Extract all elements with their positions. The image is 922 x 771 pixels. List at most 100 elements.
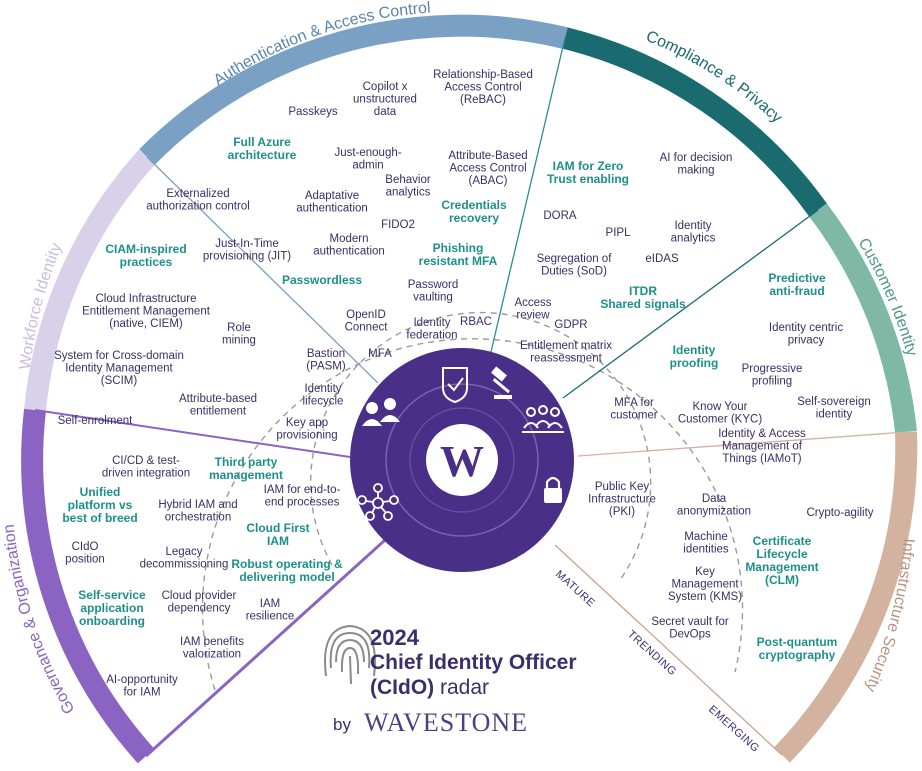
radar-item-line: orchestration	[165, 512, 231, 524]
radar-item-line: Copilot x	[363, 81, 408, 93]
radar-item-self-enrol: Self-enrolment	[58, 415, 134, 427]
radar-item-line: provisioning (JIT)	[203, 251, 291, 263]
radar-item-line: position	[65, 554, 105, 566]
radar-item-line: Duties (SoD)	[541, 266, 607, 278]
radar-item-pasm: Bastion(PASM)	[306, 348, 346, 373]
radar-item-line: vaulting	[413, 292, 453, 304]
radar-item-line: management	[209, 468, 283, 482]
radar-item-line: Identity	[673, 343, 716, 357]
radar-item-line: reassessment	[530, 353, 602, 365]
radar-item-line: Self-service	[78, 588, 146, 602]
radar-item-line: Cloud provider	[162, 590, 237, 602]
brand-by: by	[333, 715, 351, 734]
radar-item-line: DevOps	[669, 629, 711, 641]
radar-item-line: IAM for end-to-	[264, 484, 341, 496]
radar-item-line: admin	[352, 160, 383, 172]
workforce-icon	[362, 398, 400, 426]
radar-item-line: Just-In-Time	[215, 238, 278, 250]
radar-item-line: Legacy	[165, 546, 202, 558]
radar-item-fido2: FIDO2	[381, 219, 415, 231]
radar-item-line: profiling	[752, 376, 792, 388]
wavestone-emblem-letter: W	[440, 437, 484, 486]
radar-item-line: System (KMS)	[668, 591, 742, 603]
radar-item-line: Machine	[684, 531, 727, 543]
outer-band	[21, 14, 918, 764]
radar-item-line: System for Cross-domain	[54, 350, 184, 362]
radar-item-line: Hybrid IAM and	[158, 499, 237, 511]
radar-item-line: Entitlement matrix	[520, 340, 612, 352]
radar-item-passwordless: Passwordless	[282, 273, 362, 287]
radar-item-line: end processes	[265, 497, 340, 509]
radar-item-line: Management	[745, 560, 818, 574]
radar-item-line: Predictive	[768, 271, 826, 285]
radar-item-line: Segregation of	[537, 253, 613, 265]
customers-icon	[522, 405, 564, 433]
sector-band-comp	[562, 27, 827, 217]
radar-item-eidas: eIDAS	[645, 253, 679, 265]
radar-item-line: Credentials	[441, 198, 507, 212]
radar-item-line: anti-fraud	[769, 284, 824, 298]
radar-item-dora: DORA	[543, 210, 577, 222]
radar-item-line: ITDR	[629, 284, 657, 298]
radar-item-line: CIdO	[72, 541, 99, 553]
radar-item-line: OpenID	[346, 309, 386, 321]
ring-label-mature: MATURE	[553, 568, 597, 609]
radar-item-line: decommissioning	[140, 559, 229, 571]
radar-item-line: resilience	[246, 611, 295, 623]
sector-dividers	[34, 37, 907, 758]
radar-item-line: Adaptative	[305, 190, 359, 202]
radar-item-line: analytics	[671, 233, 716, 245]
radar-item-line: Externalized	[166, 188, 229, 200]
radar-item-line: AI-opportunity	[106, 674, 178, 686]
radar-item-line: Attribute-based	[179, 393, 257, 405]
radar-item-line: Management of	[722, 441, 803, 453]
sector-band-auth	[139, 14, 568, 165]
radar-item-line: Cloud First	[246, 521, 309, 535]
radar-year: 2024	[370, 625, 420, 650]
radar-item-line: (PASM)	[306, 361, 346, 373]
radar-item-line: best of breed	[62, 511, 137, 525]
wavestone-emblem	[426, 424, 498, 496]
radar-item-line: Self-sovereign	[797, 396, 871, 408]
sector-band-cust	[809, 203, 917, 434]
ring-boundaries	[201, 311, 744, 691]
radar-item-line: privacy	[788, 335, 825, 347]
radar-item-line: proofing	[670, 356, 719, 370]
radar-subtitle-rest: radar	[434, 676, 489, 699]
radar-item-line: Lifecycle	[756, 547, 808, 561]
radar-item-line: dependency	[168, 603, 231, 615]
lock-icon	[544, 476, 562, 503]
radar-item-line: Unified	[80, 485, 121, 499]
radar-item-line: Connect	[345, 322, 389, 334]
radar-item-line: CIAM-inspired	[105, 242, 186, 256]
radar-item-line: identities	[683, 544, 729, 556]
radar-item-line: Modern	[330, 233, 369, 245]
radar-item-line: Just-enough-	[334, 147, 401, 159]
radar-item-line: practices	[120, 255, 173, 269]
radar-item-line: Key app	[286, 417, 328, 429]
radar-item-line: Passkeys	[288, 106, 337, 118]
radar-item-rbac: RBAC	[460, 316, 492, 328]
